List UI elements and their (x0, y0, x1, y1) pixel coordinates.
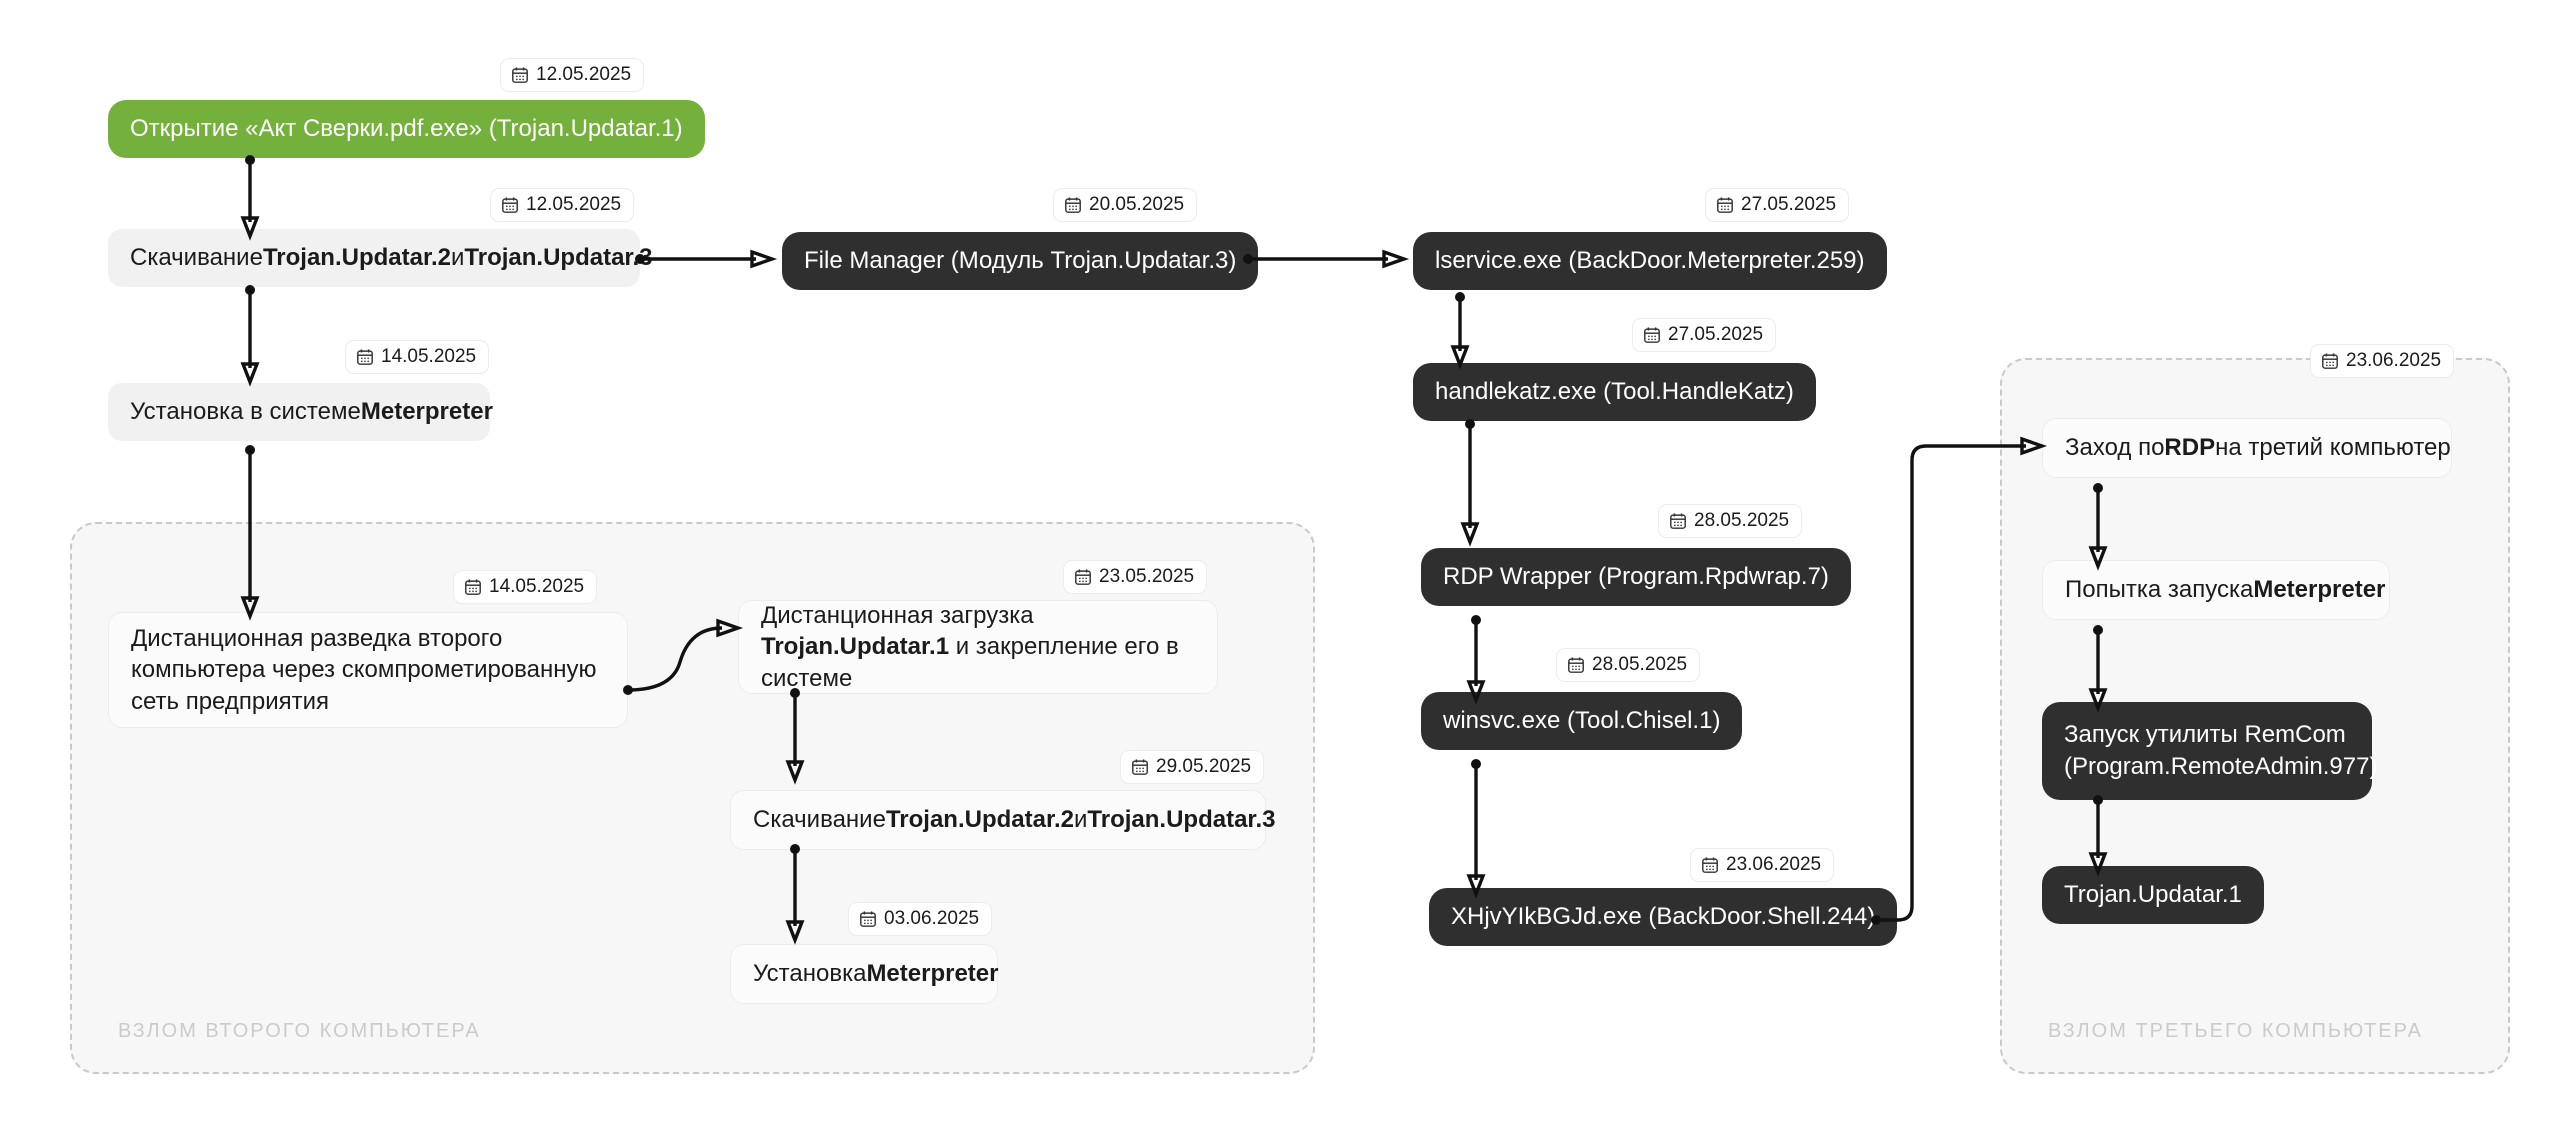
group-third-computer-label: ВЗЛОМ ТРЕТЬЕГО КОМПЬЮТЕРА (2048, 1020, 2423, 1042)
date-chip-n10: 14.05.2025 (453, 570, 598, 604)
calendar-icon (1717, 197, 1733, 213)
node-n16-line1: Запуск утилиты RemCom (2064, 721, 2346, 749)
date-chip-n11-text: 23.05.2025 (1099, 566, 1195, 587)
node-n12-b2: Trojan.Updatar.3 (1087, 806, 1276, 833)
date-chip-n14-text: 23.06.2025 (2346, 350, 2442, 371)
node-n15-b1: Meterpreter (2253, 576, 2386, 603)
node-open-akt-sverki-label: Открытие «Акт Сверки.pdf.exe» (Trojan.Up… (130, 115, 683, 142)
node-n15-pre: Попытка запуска (2065, 576, 2254, 603)
calendar-icon (512, 67, 528, 83)
date-chip-n9: 23.06.2025 (1690, 848, 1835, 882)
node-n2-pre: Скачивание (130, 244, 263, 271)
date-chip-n4-text: 20.05.2025 (1089, 194, 1185, 215)
date-chip-n13-text: 03.06.2025 (884, 908, 980, 929)
node-file-manager-label: File Manager (Модуль Trojan.Updatar.3) (804, 247, 1237, 274)
node-n16-line2: (Program.RemoteAdmin.977) (2064, 753, 2378, 780)
date-chip-n10-text: 14.05.2025 (489, 576, 585, 597)
node-rdp-wrapper[interactable]: RDP Wrapper (Program.Rpdwrap.7) (1421, 548, 1851, 606)
node-rdp-login-third-pc[interactable]: Заход по RDP на третий компьютер (2042, 418, 2452, 478)
node-n13-pre: Установка (753, 960, 867, 987)
date-chip-n7: 28.05.2025 (1658, 504, 1803, 538)
date-chip-n4: 20.05.2025 (1053, 188, 1198, 222)
date-chip-n5-text: 27.05.2025 (1741, 194, 1837, 215)
node-open-akt-sverki[interactable]: Открытие «Акт Сверки.pdf.exe» (Trojan.Up… (108, 100, 705, 158)
node-remote-load-updatar1[interactable]: Дистанционная загрузка Trojan.Updatar.1 … (738, 600, 1218, 694)
node-n2-b1: Trojan.Updatar.2 (262, 244, 451, 271)
date-chip-n3-text: 14.05.2025 (381, 346, 477, 367)
node-download-updatar-2-3[interactable]: Скачивание Trojan.Updatar.2 и Trojan.Upd… (108, 229, 652, 287)
node-n3-b1: Meterpreter (360, 398, 493, 425)
node-n12-b1: Trojan.Updatar.2 (885, 806, 1074, 833)
node-n14-b1: RDP (2164, 434, 2216, 461)
date-chip-n12: 29.05.2025 (1120, 750, 1265, 784)
date-chip-n14: 23.06.2025 (2310, 344, 2455, 378)
node-trojan-updatar1-third-label: Trojan.Updatar.1 (2064, 881, 2242, 908)
node-xhjv-backdoor-shell-label: XHjvYIkBGJd.exe (BackDoor.Shell.244) (1451, 903, 1876, 930)
node-rdp-wrapper-label: RDP Wrapper (Program.Rpdwrap.7) (1443, 563, 1829, 590)
date-chip-n3: 14.05.2025 (345, 340, 490, 374)
date-chip-n2-text: 12.05.2025 (526, 194, 622, 215)
calendar-icon (357, 349, 373, 365)
node-file-manager[interactable]: File Manager (Модуль Trojan.Updatar.3) (782, 232, 1259, 290)
calendar-icon (2322, 353, 2338, 369)
date-chip-n9-text: 23.06.2025 (1726, 854, 1822, 875)
calendar-icon (502, 197, 518, 213)
date-chip-n11: 23.05.2025 (1063, 560, 1208, 594)
node-n11-pre: Дистанционная загрузка (761, 601, 1034, 629)
group-second-computer-label: ВЗЛОМ ВТОРОГО КОМПЬЮТЕРА (118, 1020, 481, 1042)
node-remote-recon-second-pc[interactable]: Дистанционная разведка второго компьютер… (108, 612, 628, 728)
date-chip-n1: 12.05.2025 (500, 58, 645, 92)
node-download-updatar-2-3-second[interactable]: Скачивание Trojan.Updatar.2 и Trojan.Upd… (730, 790, 1275, 850)
date-chip-n7-text: 28.05.2025 (1694, 510, 1790, 531)
node-trojan-updatar1-third[interactable]: Trojan.Updatar.1 (2042, 866, 2264, 924)
node-lservice-exe-label: lservice.exe (BackDoor.Meterpreter.259) (1435, 247, 1865, 274)
node-winsvc-exe[interactable]: winsvc.exe (Tool.Chisel.1) (1421, 692, 1743, 750)
node-install-meterpreter-second[interactable]: Установка Meterpreter (730, 944, 998, 1004)
node-n14-post: на третий компьютер (2215, 434, 2451, 461)
date-chip-n8: 28.05.2025 (1556, 648, 1701, 682)
calendar-icon (1670, 513, 1686, 529)
date-chip-n8-text: 28.05.2025 (1592, 654, 1688, 675)
date-chip-n6: 27.05.2025 (1632, 318, 1777, 352)
calendar-icon (1132, 759, 1148, 775)
calendar-icon (465, 579, 481, 595)
node-n11-post: и закрепление его в системе (761, 633, 1179, 692)
date-chip-n1-text: 12.05.2025 (536, 64, 632, 85)
node-lservice-exe[interactable]: lservice.exe (BackDoor.Meterpreter.259) (1413, 232, 1887, 290)
node-xhjv-backdoor-shell[interactable]: XHjvYIkBGJd.exe (BackDoor.Shell.244) (1429, 888, 1898, 946)
calendar-icon (860, 911, 876, 927)
node-n2-b2: Trojan.Updatar.3 (464, 244, 653, 271)
node-n14-pre: Заход по (2065, 434, 2165, 461)
node-winsvc-exe-label: winsvc.exe (Tool.Chisel.1) (1443, 707, 1721, 734)
calendar-icon (1065, 197, 1081, 213)
calendar-icon (1075, 569, 1091, 585)
node-remote-recon-second-pc-label: Дистанционная разведка второго компьютер… (131, 624, 597, 715)
calendar-icon (1644, 327, 1660, 343)
node-n13-b1: Meterpreter (866, 960, 999, 987)
date-chip-n5: 27.05.2025 (1705, 188, 1850, 222)
node-handlekatz-exe[interactable]: handlekatz.exe (Tool.HandleKatz) (1413, 363, 1816, 421)
calendar-icon (1702, 857, 1718, 873)
node-n12-pre: Скачивание (753, 806, 886, 833)
date-chip-n6-text: 27.05.2025 (1668, 324, 1764, 345)
date-chip-n2: 12.05.2025 (490, 188, 635, 222)
node-n11-b1: Trojan.Updatar.1 (761, 633, 950, 661)
node-n3-pre: Установка в системе (130, 398, 361, 425)
node-remcom-utility[interactable]: Запуск утилиты RemCom (Program.RemoteAdm… (2042, 702, 2377, 800)
node-install-meterpreter[interactable]: Установка в системе Meterpreter (108, 383, 493, 441)
node-n12-mid: и (1074, 806, 1088, 833)
node-handlekatz-exe-label: handlekatz.exe (Tool.HandleKatz) (1435, 378, 1794, 405)
node-n2-mid: и (451, 244, 465, 271)
calendar-icon (1568, 657, 1584, 673)
date-chip-n12-text: 29.05.2025 (1156, 756, 1252, 777)
date-chip-n13: 03.06.2025 (848, 902, 993, 936)
node-attempt-run-meterpreter[interactable]: Попытка запуска Meterpreter (2042, 560, 2390, 620)
